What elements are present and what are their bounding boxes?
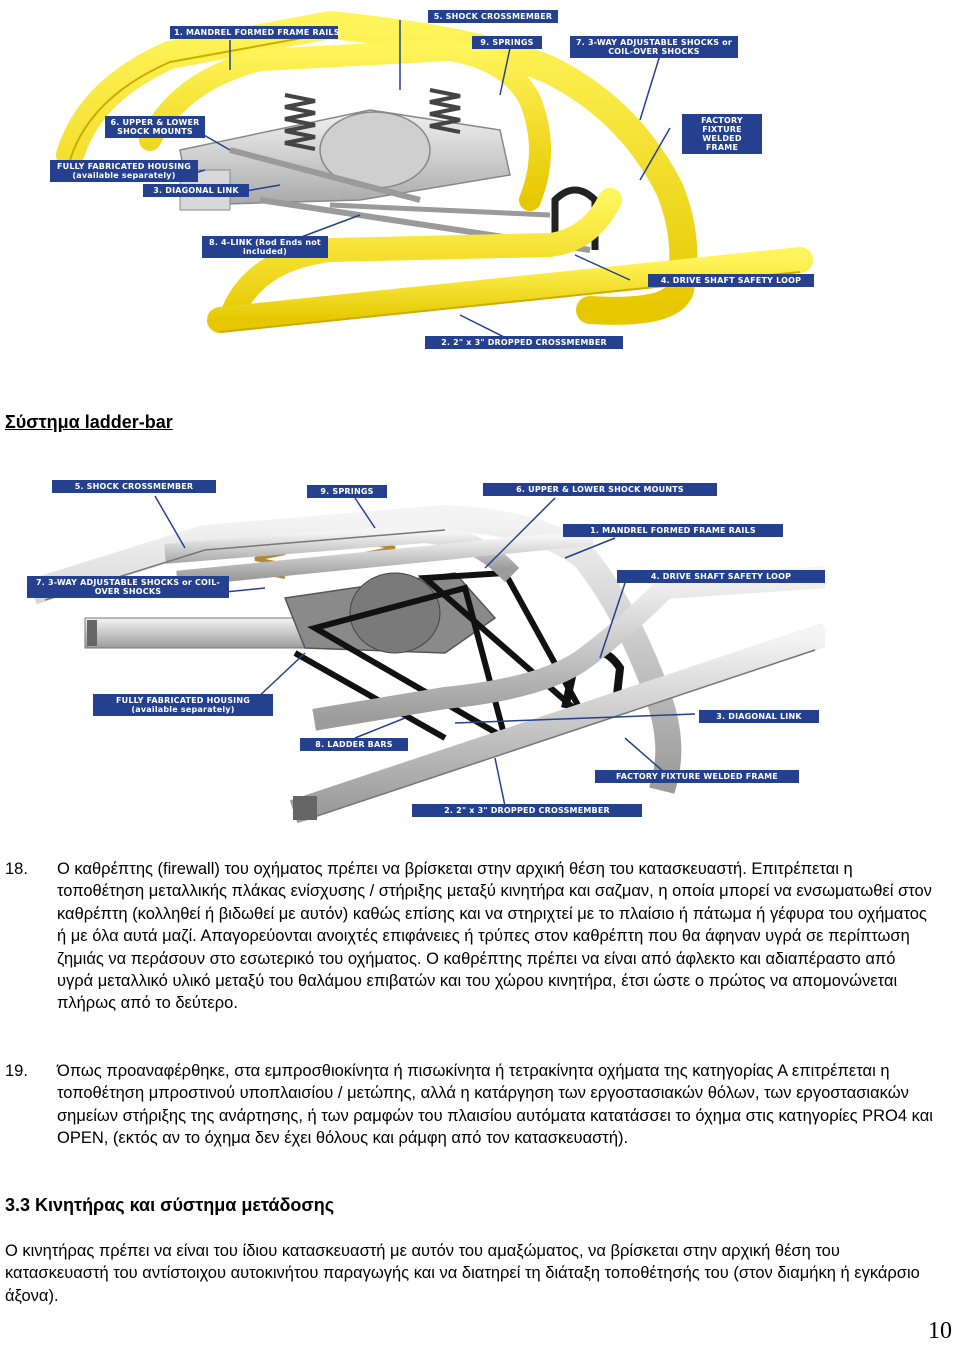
callout-adjustable-shocks: 7. 3-WAY ADJUSTABLE SHOCKS or COIL-OVER … [27, 576, 229, 598]
callout-diagonal-link: 3. DIAGONAL LINK [699, 710, 819, 723]
callout-dropped-crossmember: 2. 2" x 3" DROPPED CROSSMEMBER [412, 804, 642, 817]
page-number: 10 [928, 1318, 952, 1344]
callout-adjustable-shocks: 7. 3-WAY ADJUSTABLE SHOCKS or COIL-OVER … [570, 36, 738, 58]
four-link-frame-illustration [56, 11, 813, 341]
section-heading: 3.3 Κινητήρας και σύστημα μετάδοσης [5, 1195, 335, 1215]
ladder-bar-frame-illustration [28, 495, 825, 823]
list-item-number: 18. [5, 860, 28, 878]
callout-fixture-frame: FACTORY FIXTURE WELDED FRAME [682, 114, 762, 154]
callout-springs: 9. SPRINGS [472, 36, 542, 49]
list-item-number: 19. [5, 1062, 28, 1080]
callout-shock-mounts: 6. UPPER & LOWER SHOCK MOUNTS [483, 483, 717, 496]
callout-shock-mounts: 6. UPPER & LOWER SHOCK MOUNTS [105, 116, 205, 138]
callout-shock-crossmember: 5. SHOCK CROSSMEMBER [428, 10, 558, 23]
list-item-text: Ο καθρέπτης (firewall) του οχήματος πρέπ… [57, 860, 932, 1013]
callout-shock-crossmember: 5. SHOCK CROSSMEMBER [52, 480, 216, 493]
callout-springs: 9. SPRINGS [307, 485, 387, 498]
callout-mandrel-rails: 1. MANDREL FORMED FRAME RAILS [563, 524, 783, 537]
callout-housing: FULLY FABRICATED HOUSING (available sepa… [93, 694, 273, 716]
callout-housing: FULLY FABRICATED HOUSING (available sepa… [50, 160, 198, 182]
ladder-bar-caption: Σύστημα ladder-bar [5, 412, 173, 432]
callout-four-link: 8. 4-LINK (Rod Ends not included) [202, 236, 328, 258]
section-paragraph: Ο κινητήρας πρέπει να είναι του ίδιου κα… [5, 1242, 920, 1305]
callout-fixture-frame: FACTORY FIXTURE WELDED FRAME [595, 770, 799, 783]
callout-dropped-crossmember: 2. 2" x 3" DROPPED CROSSMEMBER [425, 336, 623, 349]
callout-safety-loop: 4. DRIVE SHAFT SAFETY LOOP [648, 274, 814, 287]
list-item-18: 18. Ο καθρέπτης (firewall) του οχήματος … [5, 858, 935, 1015]
callout-ladder-bars: 8. LADDER BARS [300, 738, 408, 751]
figure-ladder-bar-frame: 5. SHOCK CROSSMEMBER 9. SPRINGS 6. UPPER… [25, 478, 825, 823]
list-item-19: 19. Όπως προαναφέρθηκε, στα εμπροσθιοκίν… [5, 1060, 935, 1150]
callout-mandrel-rails: 1. MANDREL FORMED FRAME RAILS [170, 26, 339, 39]
list-item-text: Όπως προαναφέρθηκε, στα εμπροσθιοκίνητα … [57, 1062, 933, 1148]
figure-four-link-frame: 1. MANDREL FORMED FRAME RAILS 5. SHOCK C… [30, 0, 830, 365]
callout-diagonal-link: 3. DIAGONAL LINK [143, 184, 249, 197]
callout-safety-loop: 4. DRIVE SHAFT SAFETY LOOP [617, 570, 825, 583]
